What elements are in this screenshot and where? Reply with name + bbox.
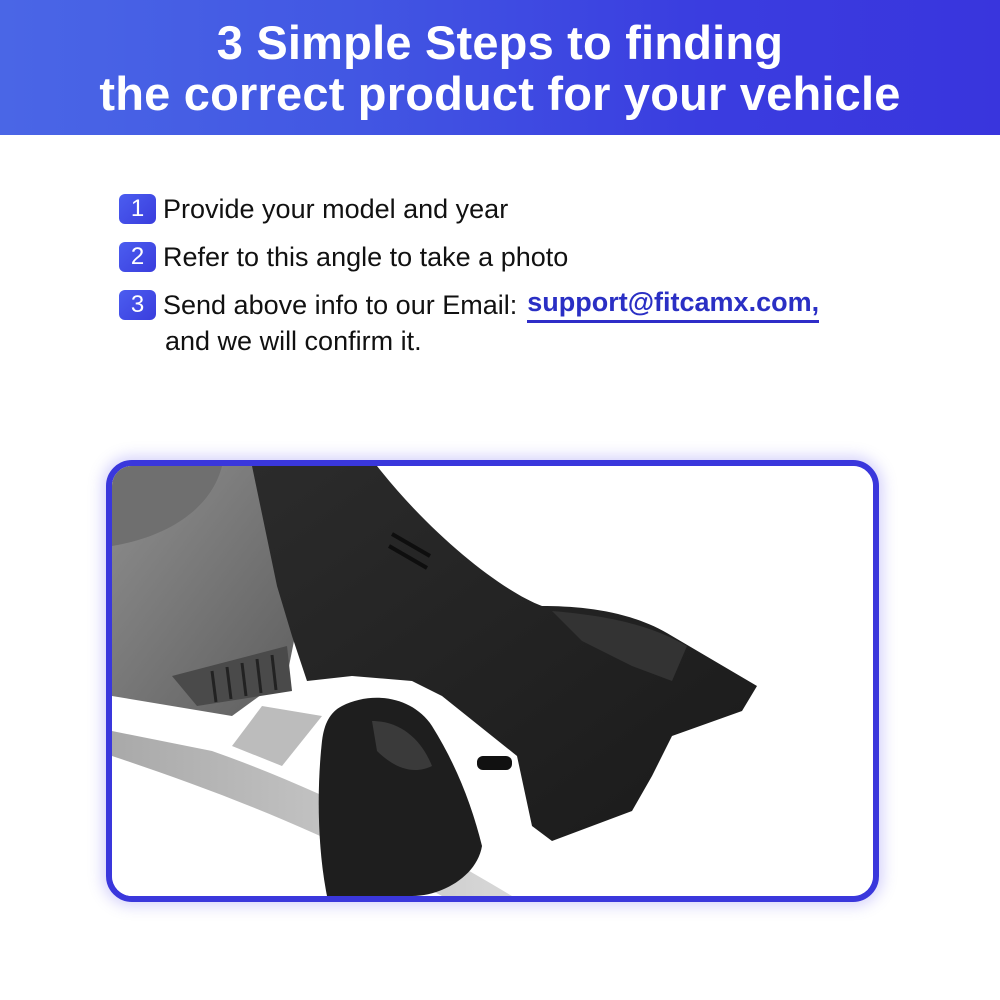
steps-list: 1 Provide your model and year 2 Refer to… [119, 192, 568, 288]
step-2: 2 Refer to this angle to take a photo [119, 240, 568, 274]
header-banner: 3 Simple Steps to finding the correct pr… [0, 0, 1000, 135]
step-number-badge: 2 [119, 242, 156, 272]
page-title-line-1: 3 Simple Steps to finding [216, 15, 784, 69]
step-text: Provide your model and year [163, 193, 509, 224]
step-text: Refer to this angle to take a photo [163, 241, 569, 272]
page-title-line-2: the correct product for your vehicle [99, 66, 901, 120]
dash-cam-photo-illustration [112, 466, 873, 896]
reference-photo [106, 460, 879, 902]
step-text-continuation: and we will confirm it. [165, 326, 422, 356]
step-number-badge: 3 [119, 290, 156, 320]
support-email-link[interactable]: support@fitcamx.com, [527, 287, 820, 323]
step-number-badge: 1 [119, 194, 156, 224]
step-1: 1 Provide your model and year [119, 192, 568, 226]
step-3: 3 Send above info to our Email: support@… [119, 287, 820, 357]
step-text: Send above info to our Email: [163, 289, 518, 320]
